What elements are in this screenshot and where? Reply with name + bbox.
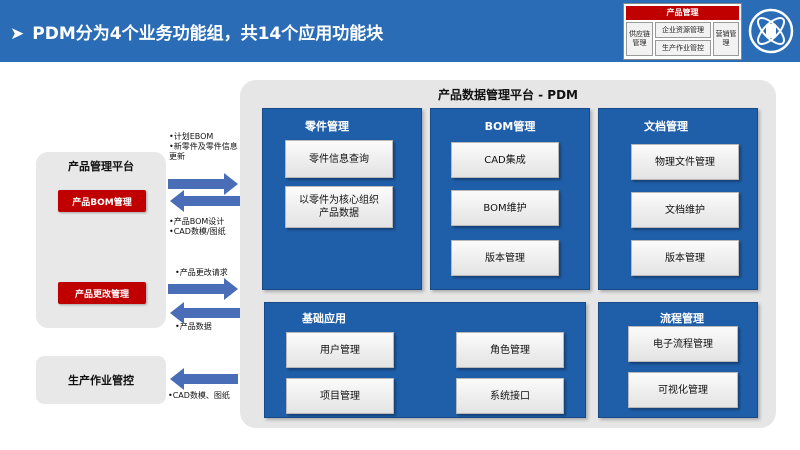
note-product-data: •产品数据 [175, 322, 212, 331]
note-change-request: •产品更改请求 [175, 268, 228, 277]
mini-cell-production: 生产作业管控 [655, 40, 711, 56]
item-physical-files[interactable]: 物理文件管理 [631, 144, 739, 180]
note-update: 更新 [169, 152, 185, 161]
group-flow-title: 流程管理 [660, 312, 704, 325]
production-control-panel: 生产作业管控 [36, 356, 166, 404]
mini-cell-marketing: 营销管理 [713, 22, 739, 56]
product-platform-title: 产品管理平台 [68, 160, 134, 173]
item-part-core-data[interactable]: 以零件为核心组织 产品数据 [285, 186, 393, 228]
group-docs-title: 文档管理 [644, 120, 688, 133]
arrow-left-icon [170, 368, 238, 390]
item-visualization[interactable]: 可视化管理 [628, 372, 738, 408]
item-user-mgmt[interactable]: 用户管理 [286, 332, 394, 368]
note-ebom: •计划EBOM [169, 132, 214, 141]
item-bom-version[interactable]: 版本管理 [451, 240, 559, 276]
slide-title: ➤ PDM分为4个业务功能组，共14个应用功能块 [10, 19, 383, 44]
chevron-right-icon: ➤ [10, 24, 25, 44]
flow-arrows [168, 173, 240, 324]
note-bom-design: •产品BOM设计 [169, 217, 225, 226]
product-change-button[interactable]: 产品更改管理 [58, 282, 146, 304]
slide-title-text: PDM分为4个业务功能组，共14个应用功能块 [32, 24, 384, 44]
item-role-mgmt[interactable]: 角色管理 [456, 332, 564, 368]
item-cad-integration[interactable]: CAD集成 [451, 142, 559, 178]
arrow-left-icon [170, 302, 240, 324]
atom-logo-icon [748, 8, 794, 54]
note-cad-drawings: •CAD数模、图纸 [168, 391, 230, 400]
group-parts-title: 零件管理 [305, 120, 349, 133]
group-bom-title: BOM管理 [484, 120, 536, 133]
item-project-mgmt[interactable]: 项目管理 [286, 378, 394, 414]
item-bom-maintenance[interactable]: BOM维护 [451, 190, 559, 226]
arrow-right-icon [168, 278, 238, 300]
item-doc-maintenance[interactable]: 文档维护 [631, 192, 739, 228]
item-part-query[interactable]: 零件信息查询 [285, 140, 393, 178]
note-cad-model: •CAD数模/图纸 [169, 227, 226, 236]
flow-arrow-production [170, 368, 238, 390]
arrow-right-icon [168, 173, 238, 195]
item-doc-version[interactable]: 版本管理 [631, 240, 739, 276]
item-system-interface[interactable]: 系统接口 [456, 378, 564, 414]
mini-cell-erp: 企业资源管理 [655, 22, 711, 38]
note-new-parts: •新零件及零件信息 [169, 142, 238, 151]
mini-chart-head: 产品管理 [626, 6, 739, 20]
mini-cell-supply: 供应链管理 [626, 22, 653, 56]
item-e-workflow[interactable]: 电子流程管理 [628, 326, 738, 362]
arrow-left-icon [170, 190, 240, 212]
group-base-title: 基础应用 [302, 312, 346, 325]
product-bom-button[interactable]: 产品BOM管理 [58, 190, 146, 212]
pdm-platform-title: 产品数据管理平台 - PDM [437, 88, 579, 102]
